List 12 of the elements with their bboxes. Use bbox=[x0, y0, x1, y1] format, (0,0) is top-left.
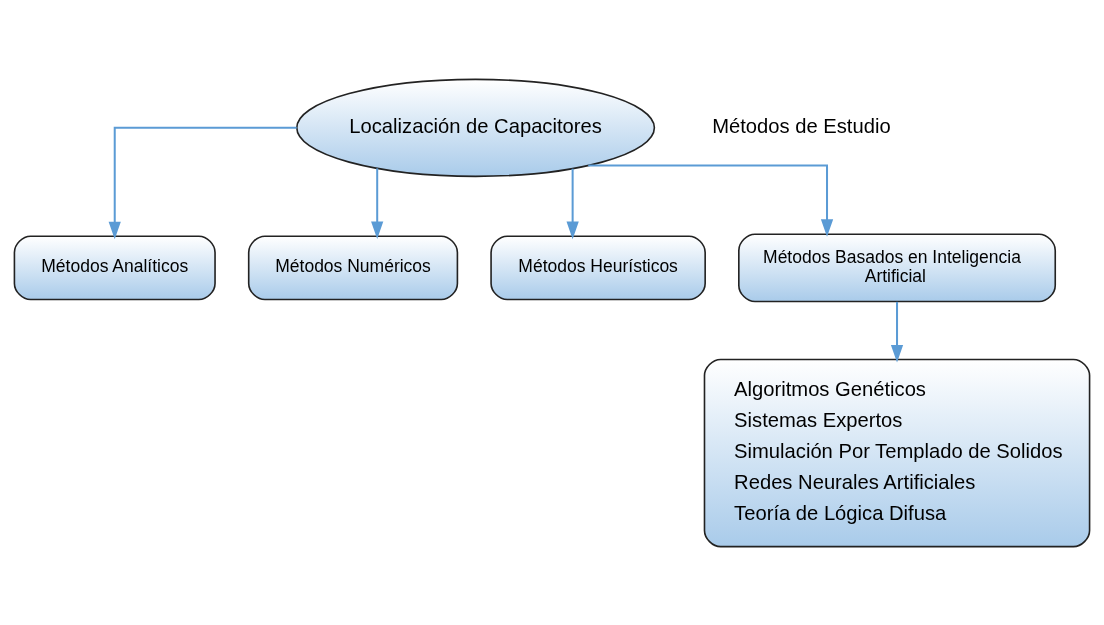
node-box: Métodos Numéricos bbox=[247, 234, 459, 300]
node-box: Métodos Basados en Inteligencia Artificial bbox=[738, 232, 1057, 302]
arrow bbox=[108, 126, 297, 239]
node-box: Métodos Analíticos bbox=[13, 234, 216, 300]
arrow bbox=[890, 301, 904, 362]
node-box: Métodos Heurísticos bbox=[490, 234, 706, 300]
node-box: Algoritmos Genéticos Sistemas Expertos Simulación Por Templado de Solidos Redes Neurales Artificiales Teoría de Lógica Difusa bbox=[703, 358, 1091, 547]
node-ellipse: Localización de Capacitores bbox=[296, 78, 656, 177]
arrow bbox=[371, 167, 384, 239]
label: Métodos de Estudio bbox=[712, 114, 891, 137]
arrow bbox=[588, 164, 834, 237]
arrow bbox=[566, 168, 579, 239]
